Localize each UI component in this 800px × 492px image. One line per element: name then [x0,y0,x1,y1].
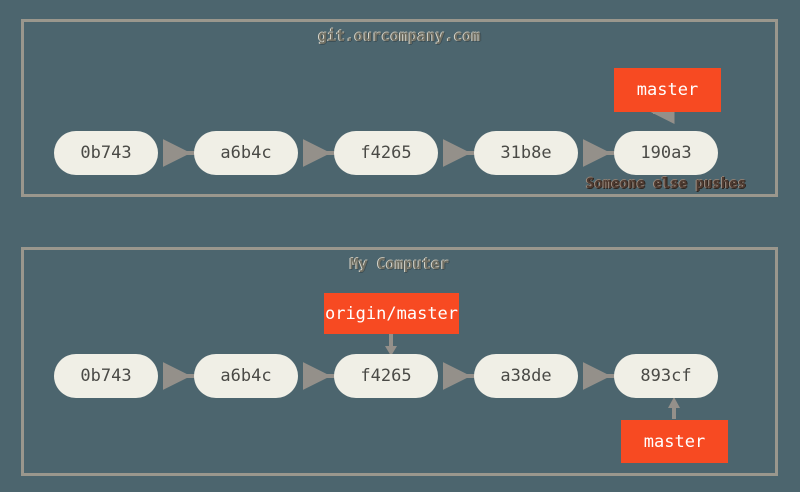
panel-local-title: My Computer [349,255,450,273]
commit-node[interactable]: f4265 [334,354,438,398]
panel-remote-repository [21,19,778,197]
commit-node[interactable]: 190a3 [614,131,718,175]
commit-node[interactable]: 0b743 [54,131,158,175]
commit-node[interactable]: a6b4c [194,354,298,398]
commit-node[interactable]: a6b4c [194,131,298,175]
caption-someone-else-pushes: Someone else pushes [586,176,747,192]
panel-local-repository [21,247,778,476]
commit-node[interactable]: 31b8e [474,131,578,175]
commit-node[interactable]: a38de [474,354,578,398]
commit-node[interactable]: f4265 [334,131,438,175]
ref-label-master-local[interactable]: master [621,420,728,463]
ref-label-origin-master[interactable]: origin/master [324,293,459,334]
ref-label-master-remote[interactable]: master [614,68,721,112]
commit-node[interactable]: 893cf [614,354,718,398]
commit-node[interactable]: 0b743 [54,354,158,398]
panel-remote-title: git.ourcompany.com [318,27,481,45]
